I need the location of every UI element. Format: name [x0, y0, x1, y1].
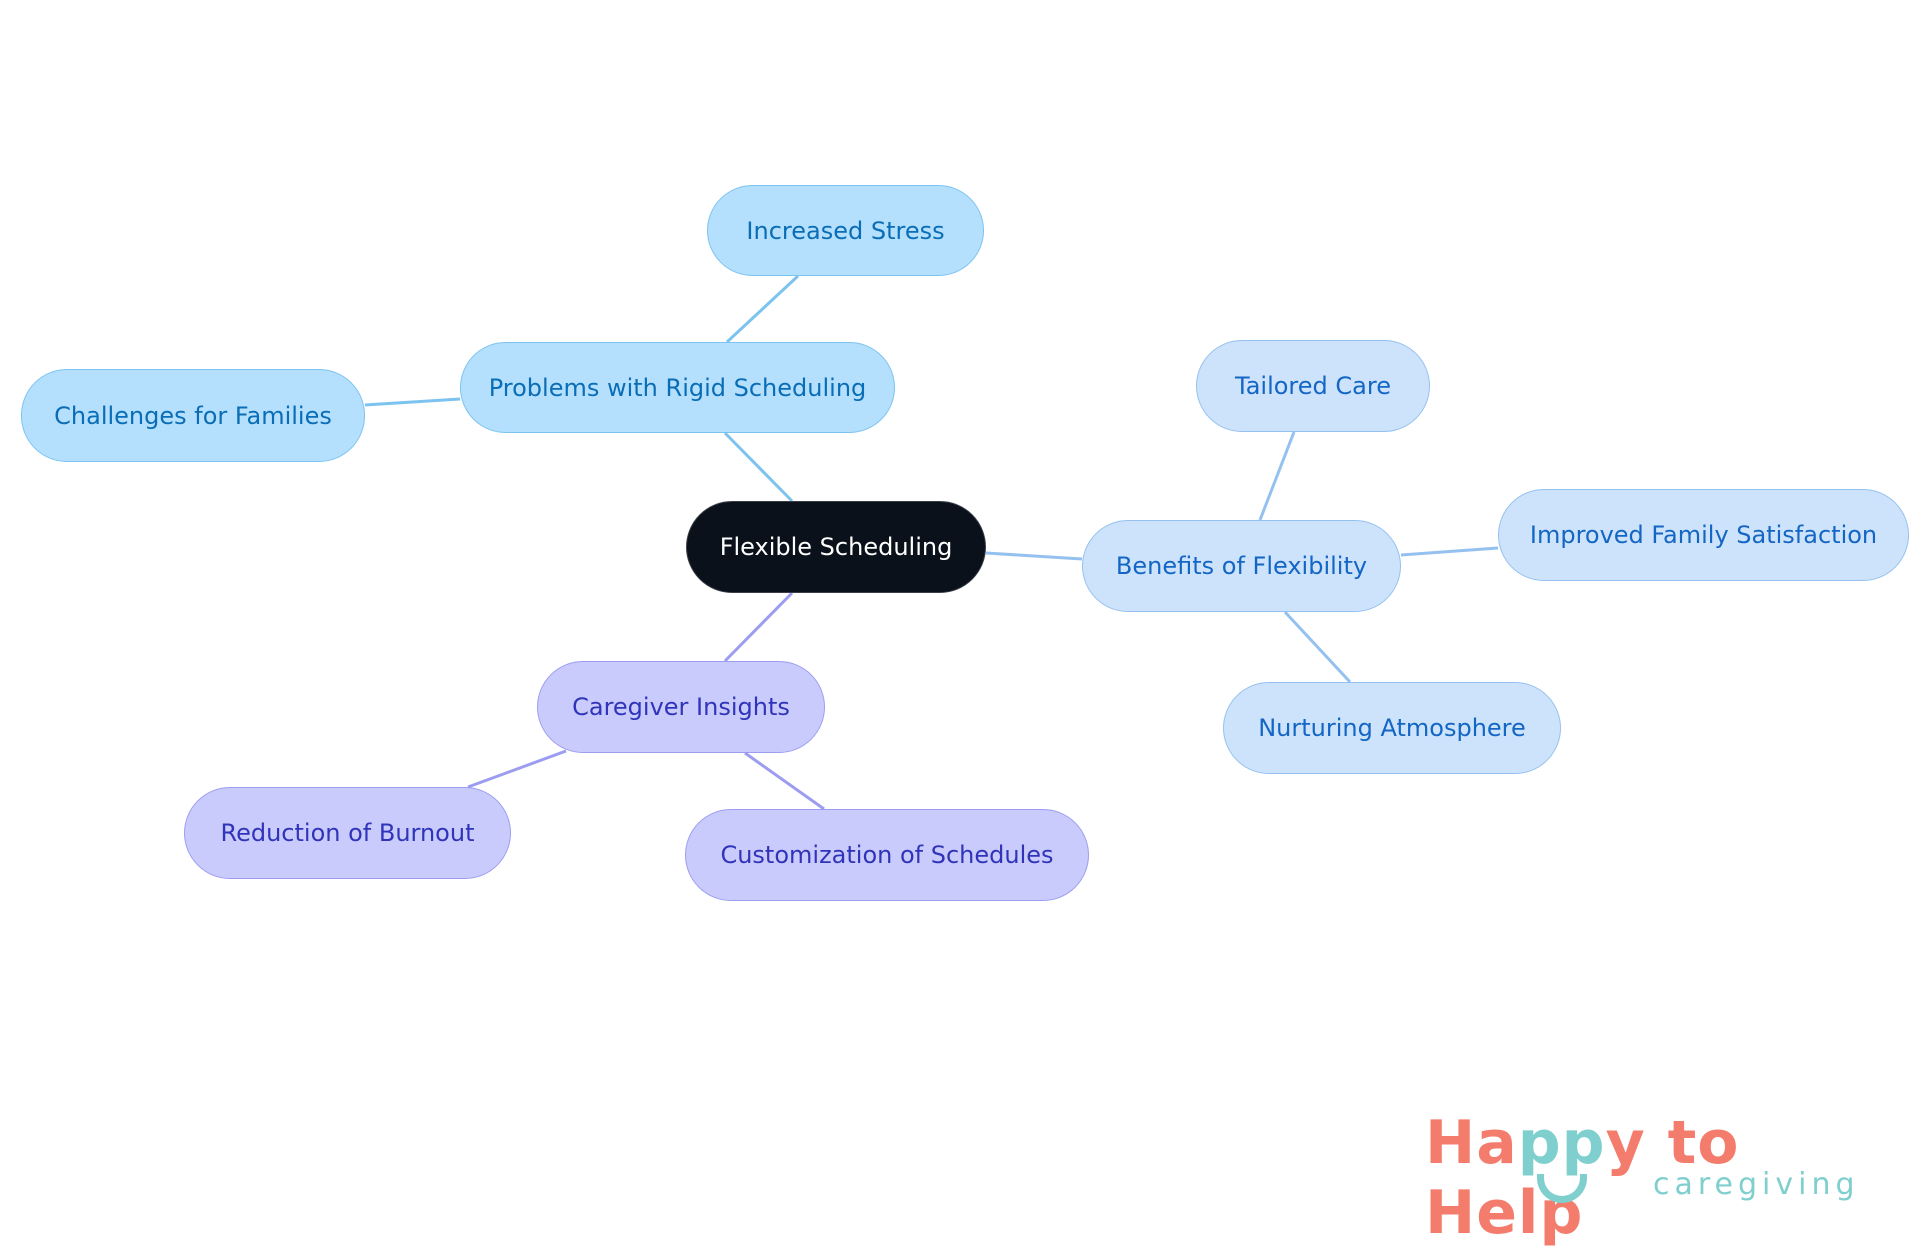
branch-node-caregiver-insights[interactable]: Caregiver Insights	[537, 661, 825, 753]
leaf-node-label: Improved Family Satisfaction	[1529, 521, 1878, 549]
leaf-node-label: Reduction of Burnout	[220, 819, 475, 847]
company-logo: Happy to Help caregiving	[1425, 1108, 1895, 1248]
leaf-node-label: Challenges for Families	[54, 401, 332, 430]
branch-node-label: Caregiver Insights	[572, 693, 790, 721]
leaf-node-increased-stress[interactable]: Increased Stress	[707, 185, 984, 276]
leaf-node-label: Customization of Schedules	[720, 841, 1054, 869]
leaf-node-improved-family-satisfaction[interactable]: Improved Family Satisfaction	[1498, 489, 1909, 581]
branch-node-problems[interactable]: Problems with Rigid Scheduling	[460, 342, 895, 433]
leaf-node-label: Increased Stress	[746, 216, 945, 245]
connector-lines	[364, 274, 1499, 811]
root-node-label: Flexible Scheduling	[719, 533, 953, 561]
logo-part-2: pp	[1517, 1108, 1606, 1178]
branch-node-benefits[interactable]: Benefits of Flexibility	[1082, 520, 1401, 612]
branch-node-label: Benefits of Flexibility	[1115, 552, 1368, 580]
leaf-node-label: Tailored Care	[1235, 372, 1391, 400]
leaf-node-tailored-care[interactable]: Tailored Care	[1196, 340, 1430, 432]
smile-icon	[1537, 1174, 1587, 1203]
logo-subtitle: caregiving	[1653, 1167, 1860, 1202]
leaf-node-challenges-for-families[interactable]: Challenges for Families	[21, 369, 365, 462]
leaf-node-label: Nurturing Atmosphere	[1258, 714, 1526, 742]
branch-node-label: Problems with Rigid Scheduling	[488, 373, 867, 402]
leaf-node-customization-of-schedules[interactable]: Customization of Schedules	[685, 809, 1089, 901]
root-node[interactable]: Flexible Scheduling	[686, 501, 986, 593]
leaf-node-reduction-of-burnout[interactable]: Reduction of Burnout	[184, 787, 511, 879]
leaf-node-nurturing-atmosphere[interactable]: Nurturing Atmosphere	[1223, 682, 1561, 774]
logo-part-1: Ha	[1425, 1108, 1518, 1178]
